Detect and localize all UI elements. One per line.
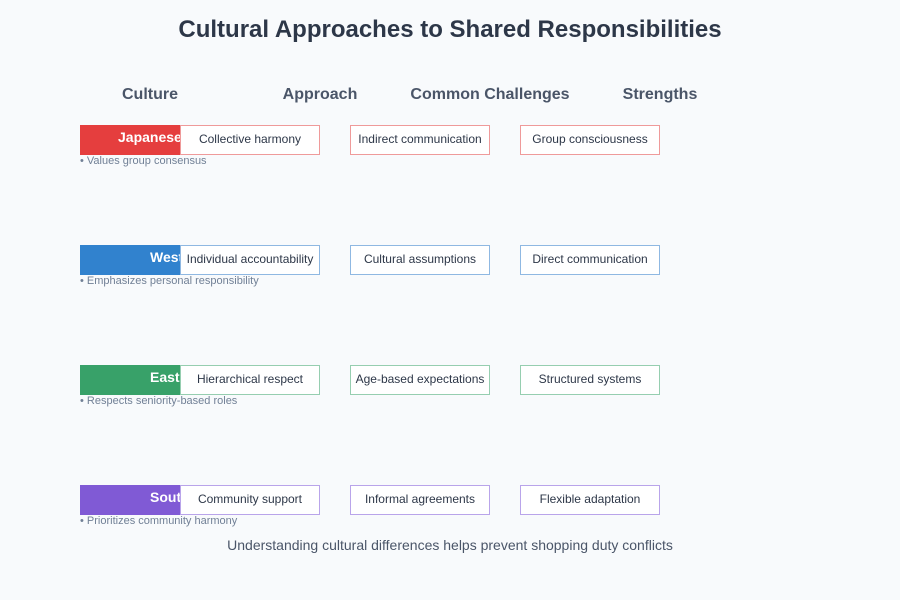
culture-note: • Emphasizes personal responsibility [80, 275, 259, 287]
challenge-box: Age-based expectations [350, 365, 490, 395]
culture-label: East [150, 369, 180, 385]
challenge-box: Informal agreements [350, 485, 490, 515]
strength-box: Group consciousness [520, 125, 660, 155]
strength-box: Direct communication [520, 245, 660, 275]
challenge-box: Cultural assumptions [350, 245, 490, 275]
strength-box: Flexible adaptation [520, 485, 660, 515]
culture-bar [80, 245, 180, 275]
approach-box: Individual accountability [180, 245, 320, 275]
culture-bar [80, 485, 180, 515]
culture-bar [80, 125, 180, 155]
header-strengths: Strengths [622, 86, 698, 103]
header-approach: Approach [282, 86, 358, 103]
culture-label: West [150, 249, 184, 265]
approach-box: Community support [180, 485, 320, 515]
culture-label: Japanese [118, 129, 182, 145]
diagram-title: Cultural Approaches to Shared Responsibi… [178, 16, 722, 43]
culture-note: • Prioritizes community harmony [80, 515, 238, 527]
culture-note: • Values group consensus [80, 155, 207, 167]
strength-box: Structured systems [520, 365, 660, 395]
culture-label: Sout [150, 489, 182, 505]
header-challenges: Common Challenges [410, 86, 570, 103]
culture-bar [80, 365, 180, 395]
header-culture: Culture [122, 86, 178, 103]
approach-box: Collective harmony [180, 125, 320, 155]
challenge-box: Indirect communication [350, 125, 490, 155]
footer-note: Understanding cultural differences helps… [227, 537, 673, 553]
culture-note: • Respects seniority-based roles [80, 395, 238, 407]
approach-box: Hierarchical respect [180, 365, 320, 395]
culture-row: West • Emphasizes personal responsibility… [0, 245, 900, 305]
